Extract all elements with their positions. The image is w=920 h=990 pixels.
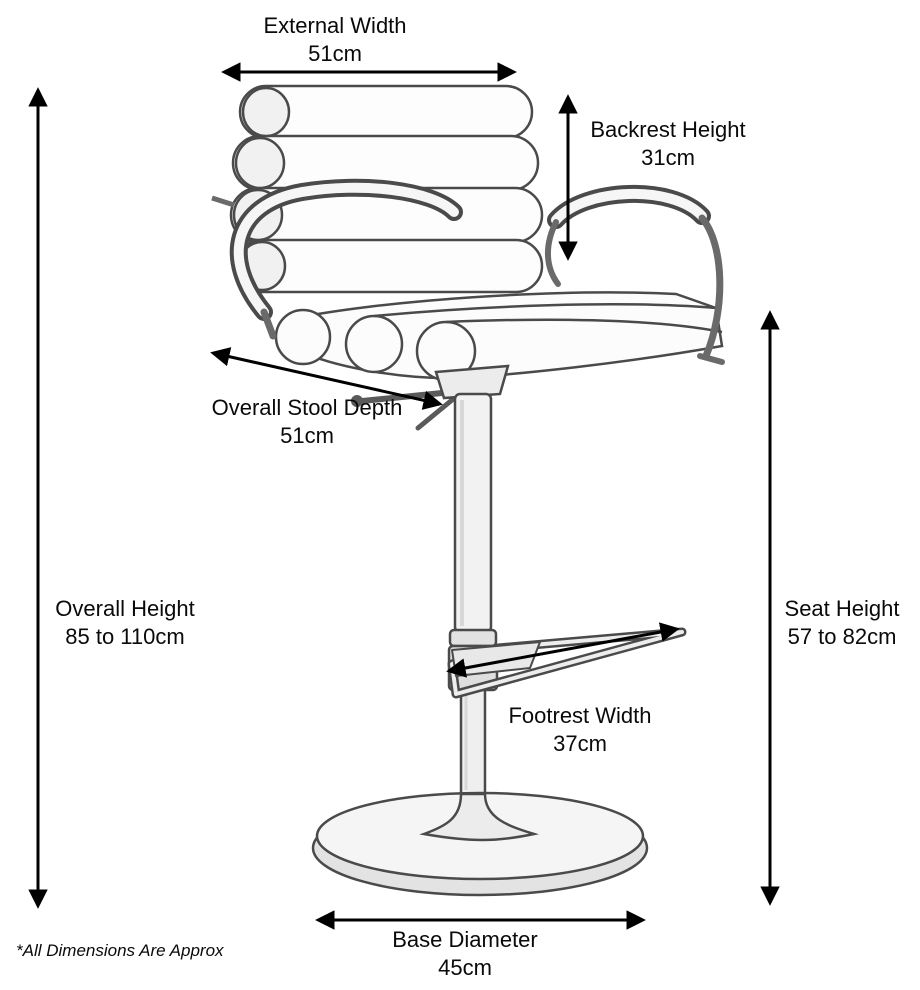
- backrest-height-name: Backrest Height: [590, 117, 746, 142]
- seat-height-name: Seat Height: [784, 596, 900, 621]
- base-diameter-label: Base Diameter 45cm: [350, 926, 580, 981]
- footrest-width-label: Footrest Width 37cm: [475, 702, 685, 757]
- seat-height-value: 57 to 82cm: [787, 623, 897, 649]
- stool-armrests: [229, 178, 725, 365]
- external-width-label: External Width 51cm: [210, 12, 460, 67]
- external-width-name: External Width: [263, 13, 407, 38]
- dimension-arrows: [28, 62, 780, 930]
- base-diameter-name: Base Diameter: [392, 927, 538, 952]
- overall-height-label: Overall Height 85 to 110cm: [40, 595, 210, 650]
- backrest-height-value: 31cm: [641, 144, 695, 170]
- dimensions-approx-footnote: *All Dimensions Are Approx: [16, 941, 224, 960]
- overall-stool-depth-arrow: [210, 347, 443, 410]
- footrest-width-name: Footrest Width: [508, 703, 652, 728]
- overall-height-name: Overall Height: [55, 596, 195, 621]
- overall-stool-depth-name: Overall Stool Depth: [211, 395, 403, 420]
- overall-stool-depth-label: Overall Stool Depth 51cm: [182, 394, 432, 449]
- footrest-width-value: 37cm: [553, 730, 607, 756]
- backrest-height-label: Backrest Height 31cm: [578, 116, 758, 171]
- footrest-width-arrow: [446, 622, 680, 678]
- base-diameter-value: 45cm: [438, 954, 492, 980]
- seat-height-label: Seat Height 57 to 82cm: [772, 595, 912, 650]
- round-base: [311, 791, 649, 897]
- overall-stool-depth-value: 51cm: [280, 422, 334, 448]
- overall-height-value: 85 to 110cm: [65, 623, 185, 649]
- external-width-value: 51cm: [308, 40, 362, 66]
